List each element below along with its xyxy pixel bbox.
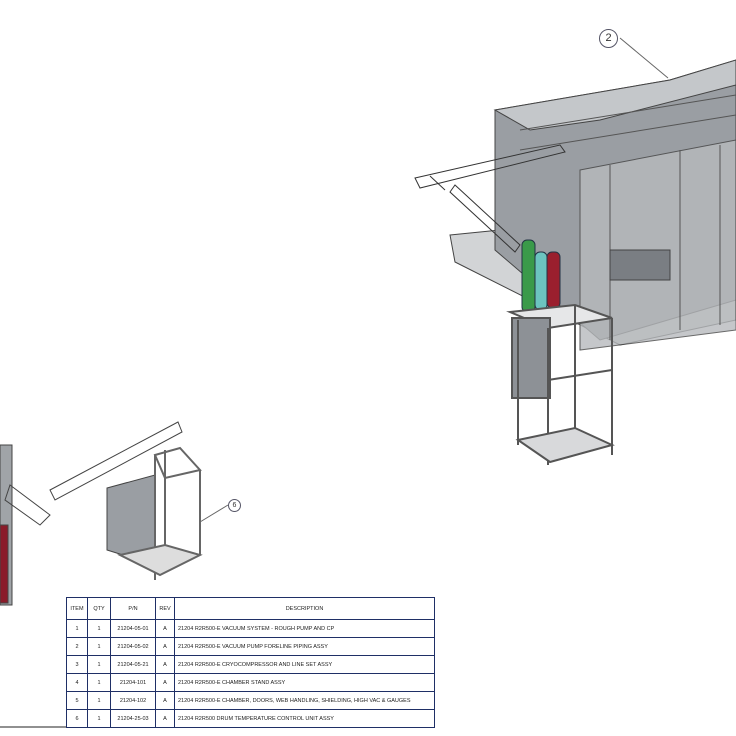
- col-item: ITEM: [66, 597, 88, 620]
- gas-cylinder-green: [521, 239, 536, 313]
- cell-description: 21204 R2R500-E CHAMBER, DOORS, WEB HANDL…: [174, 691, 435, 710]
- cell-rev: A: [155, 709, 175, 728]
- cell-description: 21204 R2R500-E CHAMBER STAND ASSY: [174, 673, 435, 692]
- cell-item: 4: [66, 673, 88, 692]
- cell-qty: 1: [87, 673, 111, 692]
- cell-item: 1: [66, 619, 88, 638]
- cell-rev: A: [155, 655, 175, 674]
- table-header-row: ITEM QTY P/N REV DESCRIPTION: [66, 597, 435, 620]
- cell-description: 21204 R2R500-E VACUUM PUMP FORELINE PIPI…: [174, 637, 435, 656]
- cell-rev: A: [155, 673, 175, 692]
- col-description: DESCRIPTION: [174, 597, 435, 620]
- leader-line-2: [619, 37, 669, 79]
- left-assembly-view: [0, 421, 203, 606]
- leader-line-6: [199, 504, 229, 523]
- cell-pn: 21204-05-01: [110, 619, 156, 638]
- cell-qty: 1: [87, 709, 111, 728]
- cell-qty: 1: [87, 691, 111, 710]
- gas-cylinder-red: [546, 251, 561, 309]
- cell-rev: A: [155, 619, 175, 638]
- cell-item: 3: [66, 655, 88, 674]
- cell-pn: 21204-05-21: [110, 655, 156, 674]
- col-pn: P/N: [110, 597, 156, 620]
- cell-pn: 21204-102: [110, 691, 156, 710]
- cell-pn: 21204-05-02: [110, 637, 156, 656]
- cell-qty: 1: [87, 619, 111, 638]
- balloon-2: 2: [599, 29, 618, 48]
- gas-cylinder-teal: [534, 251, 548, 311]
- cell-qty: 1: [87, 637, 111, 656]
- col-rev: REV: [155, 597, 175, 620]
- main-chamber-assembly: [449, 59, 736, 351]
- cell-item: 6: [66, 709, 88, 728]
- cell-description: 21204 R2R500-E VACUUM SYSTEM - ROUGH PUM…: [174, 619, 435, 638]
- cell-description: 21204 R2R500-E CRYOCOMPRESSOR AND LINE S…: [174, 655, 435, 674]
- cable-tray: [414, 144, 566, 253]
- cell-item: 5: [66, 691, 88, 710]
- col-qty: QTY: [87, 597, 111, 620]
- cell-item: 2: [66, 637, 88, 656]
- cell-qty: 1: [87, 655, 111, 674]
- cell-rev: A: [155, 637, 175, 656]
- cart-stand: [506, 303, 615, 465]
- balloon-6: 6: [228, 499, 241, 512]
- cell-description: 21204 R2R500 DRUM TEMPERATURE CONTROL UN…: [174, 709, 435, 728]
- cell-pn: 21204-25-03: [110, 709, 156, 728]
- cell-rev: A: [155, 691, 175, 710]
- cell-pn: 21204-101: [110, 673, 156, 692]
